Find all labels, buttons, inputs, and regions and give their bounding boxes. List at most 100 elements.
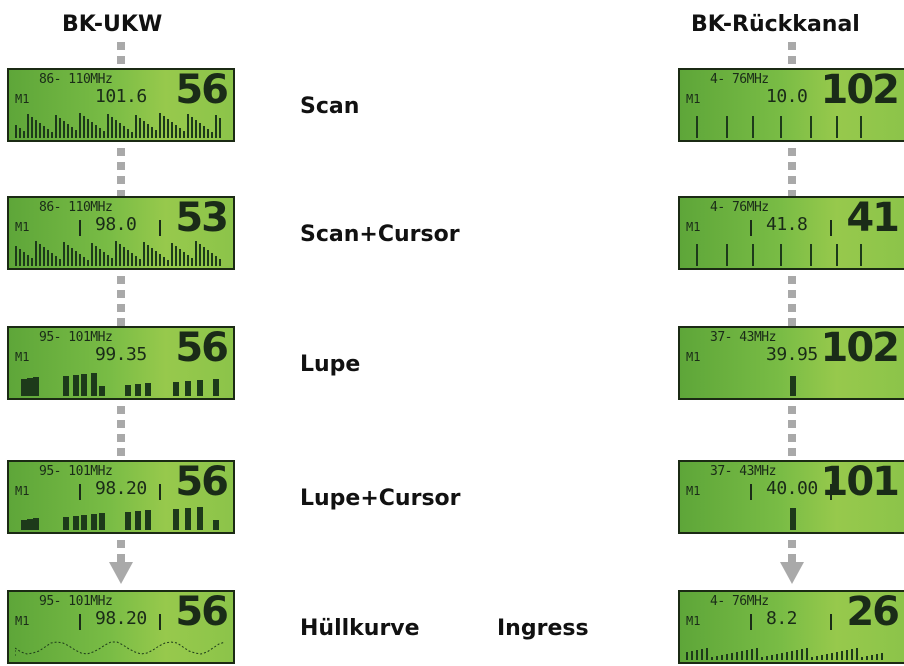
ingress-bar <box>826 654 828 660</box>
ingress-bar <box>701 649 703 660</box>
spectrum-peak <box>33 518 39 530</box>
spectrum-bar <box>171 122 173 138</box>
cursor-mark-right <box>830 220 832 236</box>
ingress-bar <box>876 654 878 660</box>
spectrum-bar <box>39 123 41 138</box>
spectrum-bar <box>83 257 85 266</box>
connector-dash <box>788 290 796 298</box>
spectrum-bar <box>155 130 157 138</box>
spectrum-bar <box>35 241 37 266</box>
spectrum-bar <box>211 253 213 266</box>
flow-arrowhead <box>780 562 804 584</box>
spectrum-bar <box>183 252 185 266</box>
spectrum-bar <box>219 259 221 266</box>
ingress-bar <box>841 651 843 660</box>
spectrum-bar <box>127 129 129 138</box>
center-frequency: 98.0 <box>95 214 137 235</box>
connector-dash <box>788 434 796 442</box>
ingress-bar <box>791 651 793 660</box>
spectrum-peak <box>135 384 141 396</box>
cursor-mark-right <box>830 614 832 630</box>
cursor-mark-right <box>830 484 832 500</box>
spectrum-bar <box>131 253 133 266</box>
connector-dash <box>788 148 796 156</box>
spectrum-trace <box>15 641 226 656</box>
spectrum-line <box>696 116 698 138</box>
spectrum-bar <box>107 114 109 138</box>
ingress-bar <box>871 655 873 660</box>
spectrum-bar <box>207 250 209 266</box>
cursor-mark-right <box>159 220 161 236</box>
connector-dash <box>117 42 125 50</box>
frequency-range: 86- 110MHz <box>39 200 113 215</box>
connector-dash <box>788 448 796 456</box>
spectrum-bar <box>111 258 113 266</box>
spectrum-peak <box>173 382 179 396</box>
spectrum-line <box>752 116 754 138</box>
connector-dash <box>117 448 125 456</box>
spectrum-bar <box>175 246 177 266</box>
spectrum-bar <box>199 123 201 138</box>
spectrum-bar <box>187 255 189 266</box>
spectrum-peak <box>27 519 33 530</box>
spectrum-peak <box>213 379 219 396</box>
spectrum-bar <box>99 128 101 138</box>
spectrum-bar <box>211 132 213 138</box>
spectrum-bar <box>71 248 73 266</box>
ingress-bar <box>741 651 743 660</box>
center-frequency: 10.0 <box>766 86 808 107</box>
spectrum-peak <box>185 381 191 396</box>
connector-dash <box>788 420 796 428</box>
spectrum-trace <box>790 376 796 396</box>
spectrum-bar <box>95 125 97 138</box>
spectrum-trace <box>21 507 219 530</box>
mode-indicator: M1 <box>686 220 701 234</box>
spectrum-bar <box>135 115 137 138</box>
carrier-peak <box>790 376 796 396</box>
mode-indicator: M1 <box>686 92 701 106</box>
cursor-mark-right <box>159 484 161 500</box>
ingress-bar <box>691 651 693 660</box>
spectrum-peak <box>99 513 105 530</box>
envelope-curve <box>15 641 226 656</box>
spectrum-bar <box>131 132 133 138</box>
ingress-bar <box>786 652 788 660</box>
connector-dash <box>788 276 796 284</box>
cursor-mark-left <box>750 614 752 630</box>
spectrum-bar <box>47 129 49 138</box>
spectrum-bar <box>55 256 57 266</box>
spectrum-bar <box>59 259 61 266</box>
spectrum-peak <box>33 377 39 396</box>
spectrum-peak <box>63 376 69 396</box>
spectrum-line <box>752 244 754 266</box>
cursor-mark-right <box>159 614 161 630</box>
spectrum-peak <box>213 520 219 530</box>
spectrum-bar <box>59 118 61 138</box>
spectrum-bar <box>127 250 129 266</box>
spectrum-peak <box>21 379 27 396</box>
spectrum-trace <box>21 373 219 396</box>
spectrum-bar <box>63 242 65 266</box>
ingress-bar <box>851 649 853 660</box>
frequency-range: 4- 76MHz <box>710 200 769 215</box>
spectrum-bar <box>23 252 25 266</box>
spectrum-line <box>836 244 838 266</box>
spectrum-bar <box>135 256 137 266</box>
spectrum-line <box>810 116 812 138</box>
ingress-bar <box>721 655 723 660</box>
mode-indicator: M1 <box>15 350 30 364</box>
spectrum-bar <box>187 114 189 138</box>
spectrum-bar <box>203 247 205 266</box>
frequency-range: 95- 101MHz <box>39 330 113 345</box>
connector-dash <box>117 406 125 414</box>
spectrum-peak <box>91 373 97 396</box>
spectrum-peak <box>21 520 27 530</box>
connector-dash <box>117 56 125 64</box>
spectrum-bar <box>87 260 89 266</box>
frequency-range: 95- 101MHz <box>39 594 113 609</box>
ingress-bar <box>731 653 733 660</box>
spectrum-trace <box>15 113 221 138</box>
